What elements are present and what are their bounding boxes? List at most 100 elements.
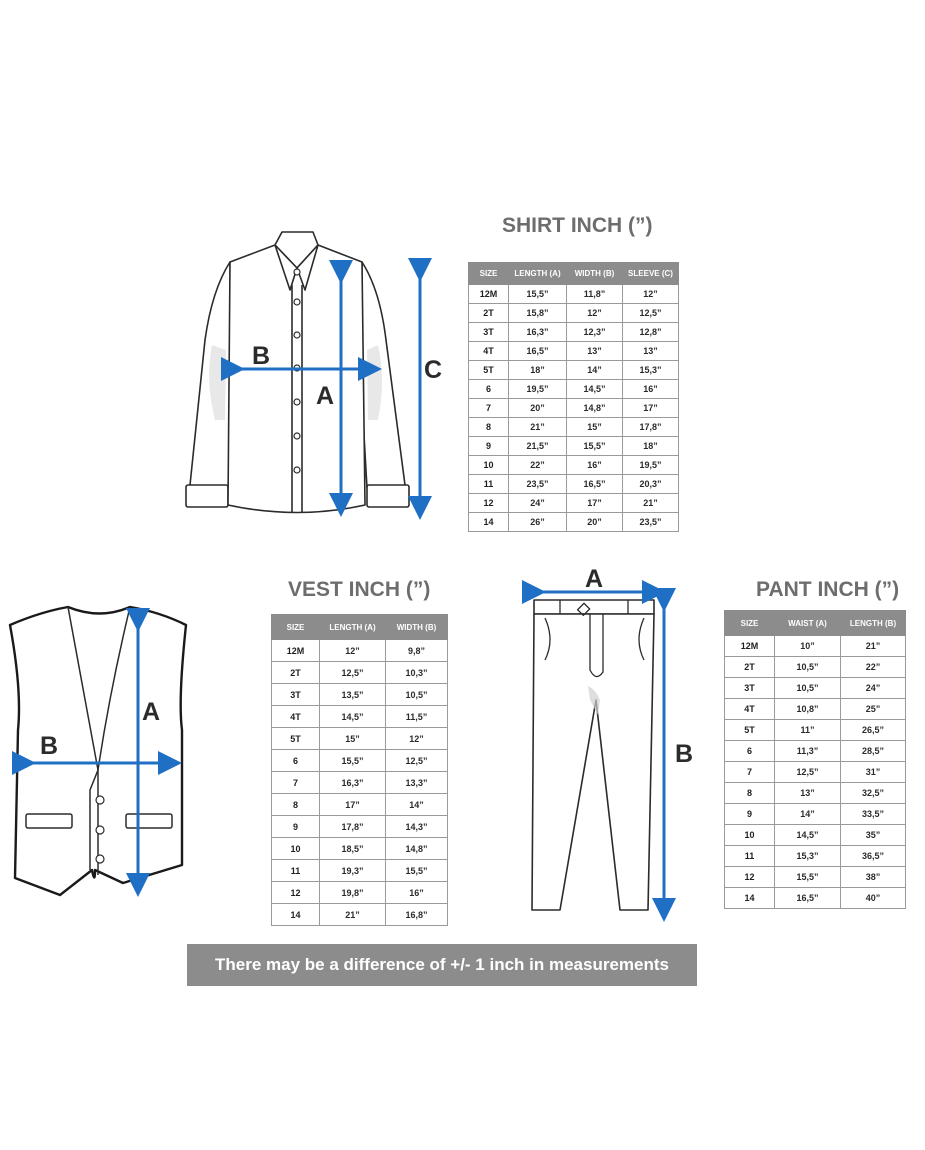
col-header: WIDTH (B) xyxy=(566,262,623,285)
cell: 10” xyxy=(774,635,841,657)
cell: 17” xyxy=(566,493,623,513)
col-header: SIZE xyxy=(724,610,775,636)
cell: 2T xyxy=(271,661,320,684)
cell: 10,5” xyxy=(774,677,841,699)
shirt-label-c: C xyxy=(424,356,443,384)
cell: 13” xyxy=(622,341,679,361)
cell: 10,8” xyxy=(774,698,841,720)
cell: 15,5” xyxy=(385,859,448,882)
shirt-table-title: SHIRT INCH (”) xyxy=(502,214,653,237)
cell: 16,3” xyxy=(319,771,386,794)
col-header: WAIST (A) xyxy=(774,610,841,636)
cell: 17,8” xyxy=(319,815,386,838)
cell: 38” xyxy=(840,866,906,888)
cell: 23,5” xyxy=(508,474,567,494)
cell: 17” xyxy=(622,398,679,418)
cell: 13,5” xyxy=(319,683,386,706)
shirt-size-table: SIZE LENGTH (A) WIDTH (B) SLEEVE (C) 12M… xyxy=(468,262,679,532)
cell: 10,3” xyxy=(385,661,448,684)
cell: 15,5” xyxy=(508,284,567,304)
cell: 35” xyxy=(840,824,906,846)
cell: 12 xyxy=(724,866,775,888)
cell: 16,5” xyxy=(774,887,841,909)
cell: 32,5” xyxy=(840,782,906,804)
cell: 12” xyxy=(622,284,679,304)
col-header: WIDTH (B) xyxy=(385,614,448,640)
cell: 15” xyxy=(566,417,623,437)
cell: 11 xyxy=(271,859,320,882)
cell: 15,8” xyxy=(508,303,567,323)
cell: 16,5” xyxy=(566,474,623,494)
cell: 24” xyxy=(840,677,906,699)
cell: 22” xyxy=(508,455,567,475)
cell: 12,5” xyxy=(774,761,841,783)
cell: 21,5” xyxy=(508,436,567,456)
shirt-label-a: A xyxy=(316,382,335,410)
cell: 3T xyxy=(271,683,320,706)
cell: 8 xyxy=(468,417,509,437)
cell: 14 xyxy=(724,887,775,909)
cell: 24” xyxy=(508,493,567,513)
cell: 40” xyxy=(840,887,906,909)
cell: 14” xyxy=(385,793,448,816)
cell: 9 xyxy=(271,815,320,838)
cell: 16,8” xyxy=(385,903,448,926)
cell: 16” xyxy=(566,455,623,475)
cell: 16,5” xyxy=(508,341,567,361)
vest-label-a: A xyxy=(142,698,161,726)
cell: 11,8” xyxy=(566,284,623,304)
cell: 14 xyxy=(271,903,320,926)
cell: 8 xyxy=(724,782,775,804)
cell: 15,5” xyxy=(774,866,841,888)
cell: 12 xyxy=(468,493,509,513)
cell: 5T xyxy=(271,727,320,750)
cell: 11 xyxy=(468,474,509,494)
cell: 13” xyxy=(566,341,623,361)
cell: 2T xyxy=(468,303,509,323)
measurement-note: There may be a difference of +/- 1 inch … xyxy=(187,944,697,986)
col-header: SLEEVE (C) xyxy=(622,262,679,285)
cell: 12” xyxy=(385,727,448,750)
cell: 9 xyxy=(724,803,775,825)
pant-label-b: B xyxy=(675,740,694,768)
cell: 14 xyxy=(468,512,509,532)
cell: 12M xyxy=(724,635,775,657)
cell: 33,5” xyxy=(840,803,906,825)
cell: 12,5” xyxy=(385,749,448,772)
cell: 18” xyxy=(508,360,567,380)
cell: 14,5” xyxy=(319,705,386,728)
cell: 16,3” xyxy=(508,322,567,342)
shirt-label-b: B xyxy=(252,342,271,370)
cell: 16” xyxy=(622,379,679,399)
cell: 10 xyxy=(271,837,320,860)
cell: 20,3” xyxy=(622,474,679,494)
cell: 9 xyxy=(468,436,509,456)
cell: 5T xyxy=(468,360,509,380)
cell: 14” xyxy=(774,803,841,825)
cell: 18” xyxy=(622,436,679,456)
cell: 28,5” xyxy=(840,740,906,762)
